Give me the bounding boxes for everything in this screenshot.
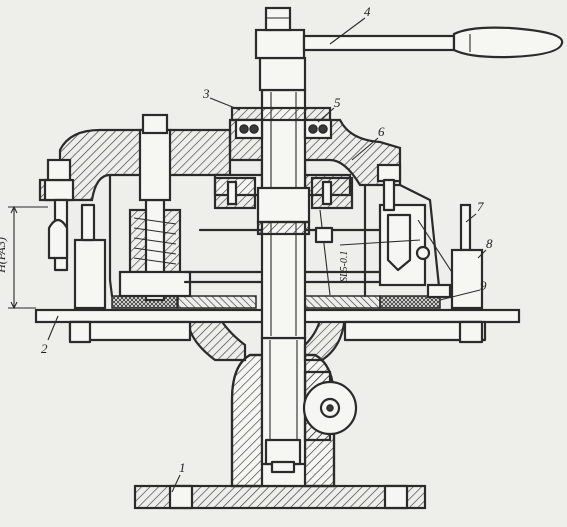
part-label-9: 9 bbox=[480, 278, 487, 293]
left-spring-pack bbox=[118, 113, 192, 302]
thrust-bearing bbox=[230, 106, 333, 140]
part-label-5: 5 bbox=[334, 95, 341, 110]
left-clamp bbox=[46, 158, 107, 310]
part-label-1: 1 bbox=[179, 460, 186, 475]
part-label-4: 4 bbox=[364, 4, 371, 19]
part-label-7: 7 bbox=[477, 199, 484, 214]
side-knob bbox=[302, 370, 358, 442]
part-label-6: 6 bbox=[378, 124, 385, 139]
part-label-3: 3 bbox=[202, 86, 210, 101]
part-label-8: 8 bbox=[486, 236, 493, 251]
right-spring-pack bbox=[339, 163, 471, 301]
leader-lines bbox=[47, 17, 487, 493]
part-label-2: 2 bbox=[41, 341, 48, 356]
main-screw bbox=[256, 88, 311, 340]
lower-column bbox=[260, 336, 307, 474]
right-pins bbox=[426, 203, 484, 310]
height-dimension-label: H(PA3) bbox=[0, 237, 8, 274]
handle-assembly bbox=[254, 6, 564, 92]
spring-dimension-label: SL5-0.1 bbox=[339, 251, 350, 282]
table-plate bbox=[34, 308, 521, 362]
height-dimension bbox=[8, 205, 48, 310]
